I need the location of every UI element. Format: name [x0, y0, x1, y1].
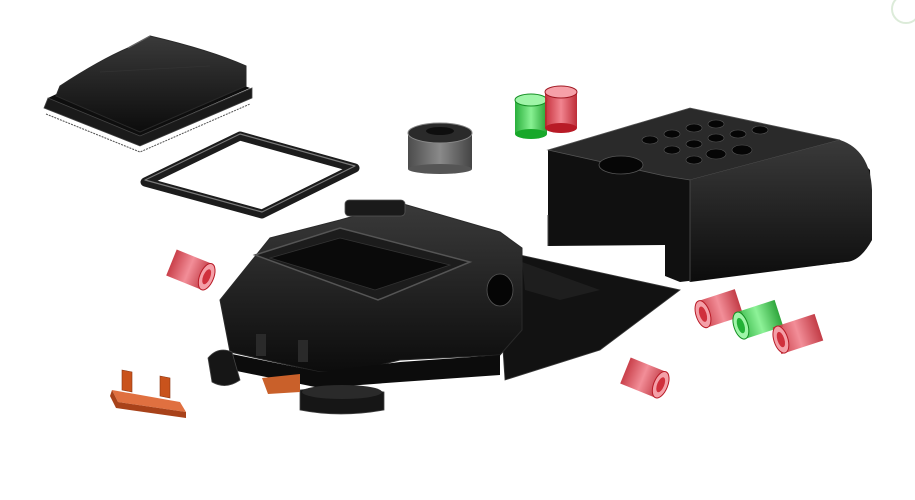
spacer-icon — [620, 357, 670, 399]
cover-icon — [546, 107, 872, 282]
light-pipe-icon — [514, 85, 578, 139]
spacer-icon — [166, 249, 216, 291]
spacer-icon — [732, 299, 784, 340]
corner-decoration — [891, 0, 915, 24]
housing-icon — [207, 199, 681, 415]
spacer-icon — [694, 289, 744, 329]
o-ring-icon — [140, 131, 360, 219]
spacer-icon — [772, 313, 824, 355]
cylinder-icon — [407, 122, 473, 174]
clip-icon — [110, 369, 186, 418]
gasket-pad-icon — [43, 35, 253, 153]
